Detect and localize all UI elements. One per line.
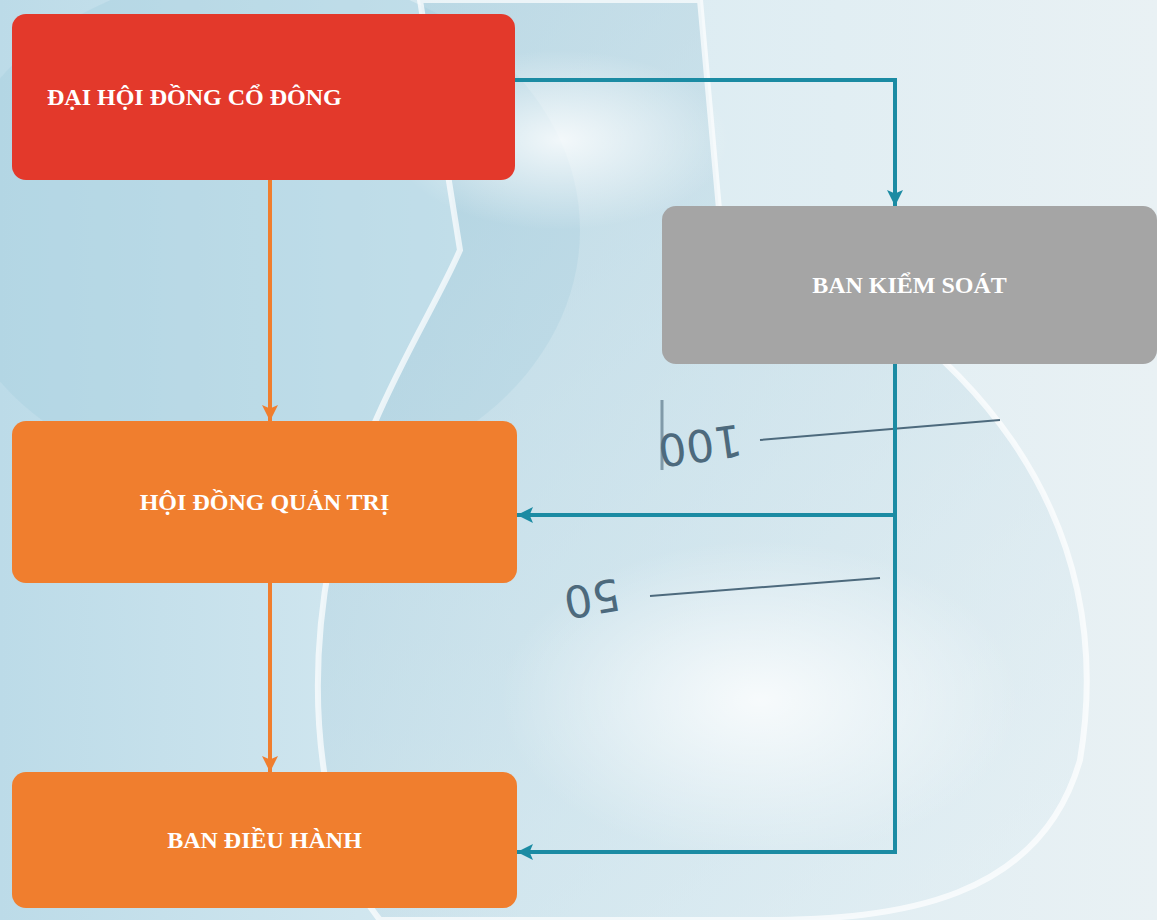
glass-glow [500, 540, 1020, 860]
box-title: HỘI ĐỒNG QUẢN TRỊ [140, 488, 390, 517]
glass-marking: 100 [655, 414, 745, 476]
graduation-line [650, 578, 880, 596]
board-box: HỘI ĐỒNG QUẢN TRỊ [12, 421, 517, 583]
control-box: BAN KIỂM SOÁT [662, 206, 1157, 364]
glass-marking: 50 [560, 568, 624, 628]
box-title: ĐẠI HỘI ĐỒNG CỔ ĐÔNG [47, 83, 342, 112]
connector-arrow [515, 80, 895, 206]
graduation-line [760, 420, 1000, 440]
assembly-box: ĐẠI HỘI ĐỒNG CỔ ĐÔNG [12, 14, 515, 180]
box-title: BAN KIỂM SOÁT [812, 271, 1007, 300]
box-title: BAN ĐIỀU HÀNH [167, 826, 362, 855]
executive-box: BAN ĐIỀU HÀNH [12, 772, 517, 908]
connector-arrow [268, 180, 272, 421]
connector-arrow [268, 583, 272, 772]
connector-arrow [517, 364, 895, 852]
connector-arrow [517, 364, 895, 515]
